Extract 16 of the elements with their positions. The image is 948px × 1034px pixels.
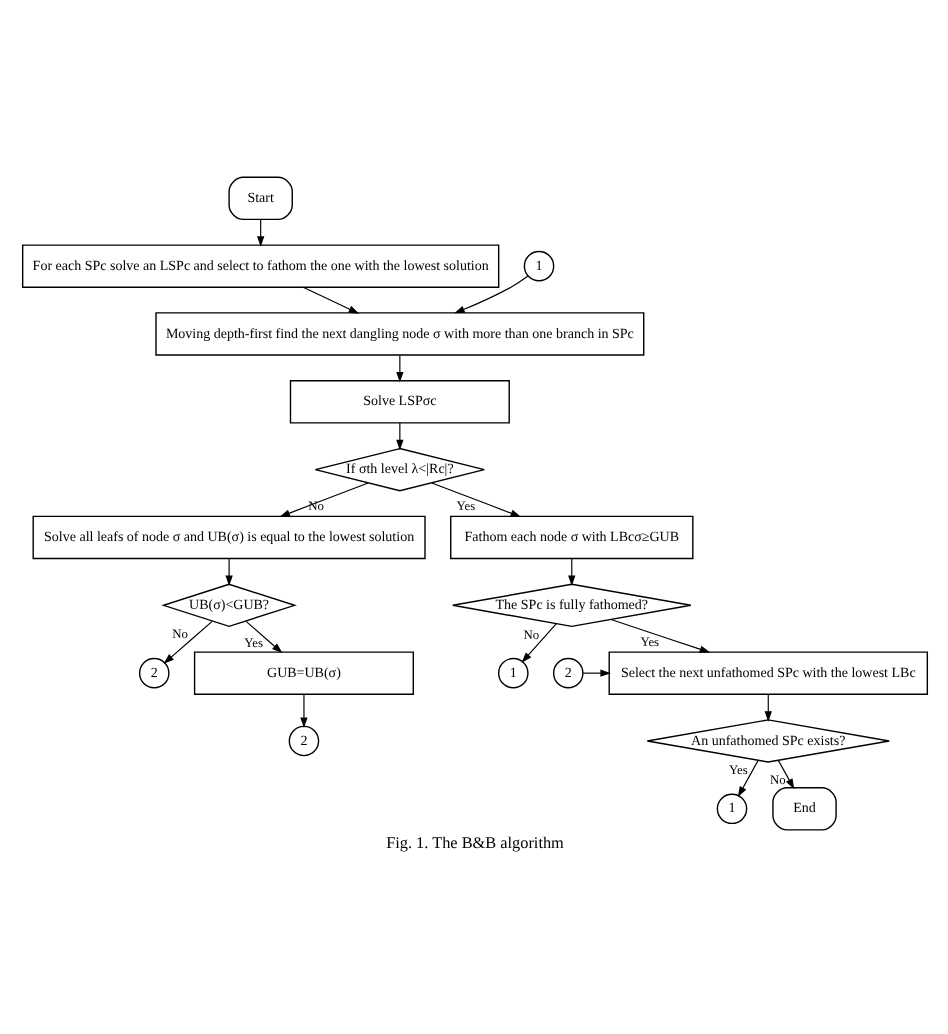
arrow xyxy=(776,759,794,790)
arrow xyxy=(453,275,528,314)
arrow xyxy=(244,620,282,654)
arrow xyxy=(162,620,212,664)
arrow xyxy=(609,619,710,653)
arrow xyxy=(520,623,556,663)
arrow xyxy=(430,482,521,517)
arrow xyxy=(224,558,232,587)
caption: Fig. 1. The B&B algorithm xyxy=(385,833,563,852)
arrow xyxy=(736,759,758,798)
arrow xyxy=(395,354,403,383)
arrow xyxy=(299,693,307,729)
arrow xyxy=(278,482,368,517)
arrow xyxy=(395,422,403,451)
arrow xyxy=(301,286,359,314)
arrow xyxy=(581,669,610,677)
